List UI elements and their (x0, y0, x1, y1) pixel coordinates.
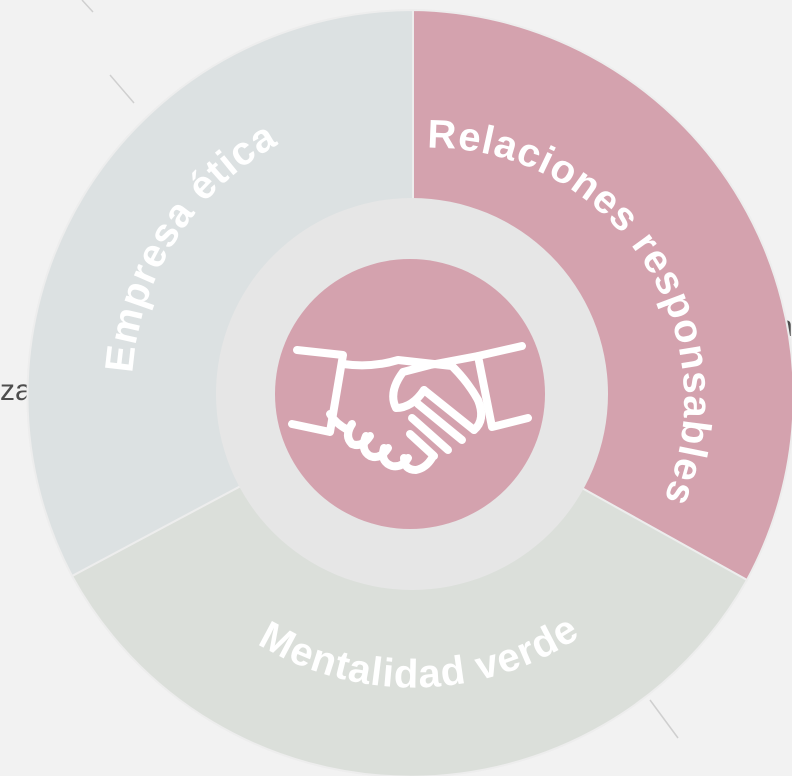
center-circle (275, 259, 545, 529)
connector-line (81, 0, 94, 13)
connector-line (649, 699, 679, 739)
handshake-icon (288, 342, 532, 474)
connector-line (109, 74, 135, 104)
